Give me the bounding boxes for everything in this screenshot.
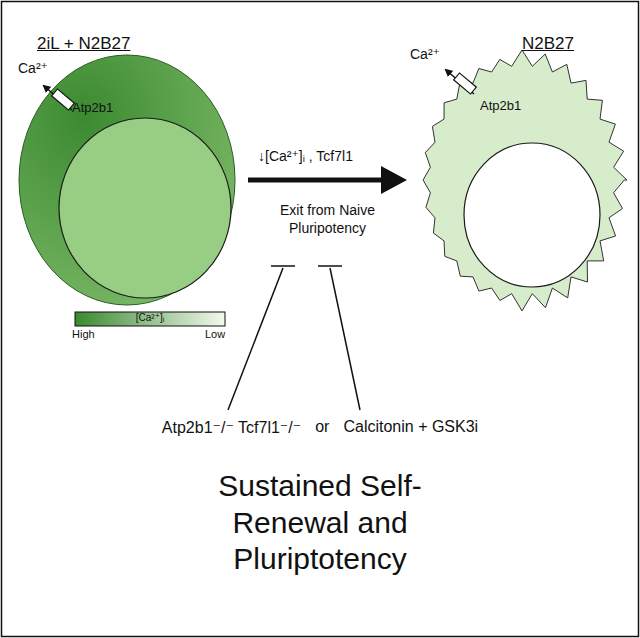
- arrow-shaft: [248, 178, 381, 183]
- treatment-label: Atp2b1⁻/⁻ Tcf7l1⁻/⁻: [162, 418, 301, 437]
- pump-label: Atp2b1: [480, 98, 521, 113]
- edge-label: Exit from Naive Pluripotency: [276, 202, 380, 237]
- colorbar-high: High: [72, 328, 95, 340]
- outcome-text: Sustained Self-Renewal and Pluriptotency: [170, 468, 470, 578]
- pump-label: Atp2b1: [72, 100, 113, 115]
- condition-heading: N2B27: [522, 34, 574, 54]
- inhibition-lines: [228, 266, 360, 410]
- cell-illustration: [410, 30, 634, 320]
- cell-nucleus: [59, 118, 231, 298]
- cell-node: 2iL + N2B27: [15, 30, 245, 320]
- ion-label: Ca²⁺: [410, 46, 440, 62]
- arrow-head: [381, 166, 407, 194]
- cell-nucleus: [464, 143, 600, 287]
- cell-illustration: [15, 30, 245, 320]
- calcium-colorbar: [75, 312, 225, 326]
- change-label: ↓[Ca²⁺]ᵢ , Tcf7l1: [258, 148, 353, 164]
- or-label: or: [315, 418, 329, 437]
- ion-label: Ca²⁺: [18, 60, 48, 76]
- cell-membrane: [19, 55, 235, 305]
- cell-membrane: [423, 50, 627, 311]
- transition-arrow: [248, 166, 407, 194]
- calcium-pump: [44, 86, 74, 110]
- cell-node: N2B27: [410, 30, 634, 320]
- calcium-pump: [446, 70, 476, 94]
- treatment-row: Atp2b1⁻/⁻ Tcf7l1⁻/⁻ or Calcitonin + GSK3i: [0, 418, 640, 437]
- colorbar-title: [Ca²⁺]ᵢ: [75, 312, 225, 323]
- condition-heading: 2iL + N2B27: [37, 34, 130, 54]
- treatment-label: Calcitonin + GSK3i: [343, 418, 478, 437]
- colorbar-low: Low: [205, 328, 225, 340]
